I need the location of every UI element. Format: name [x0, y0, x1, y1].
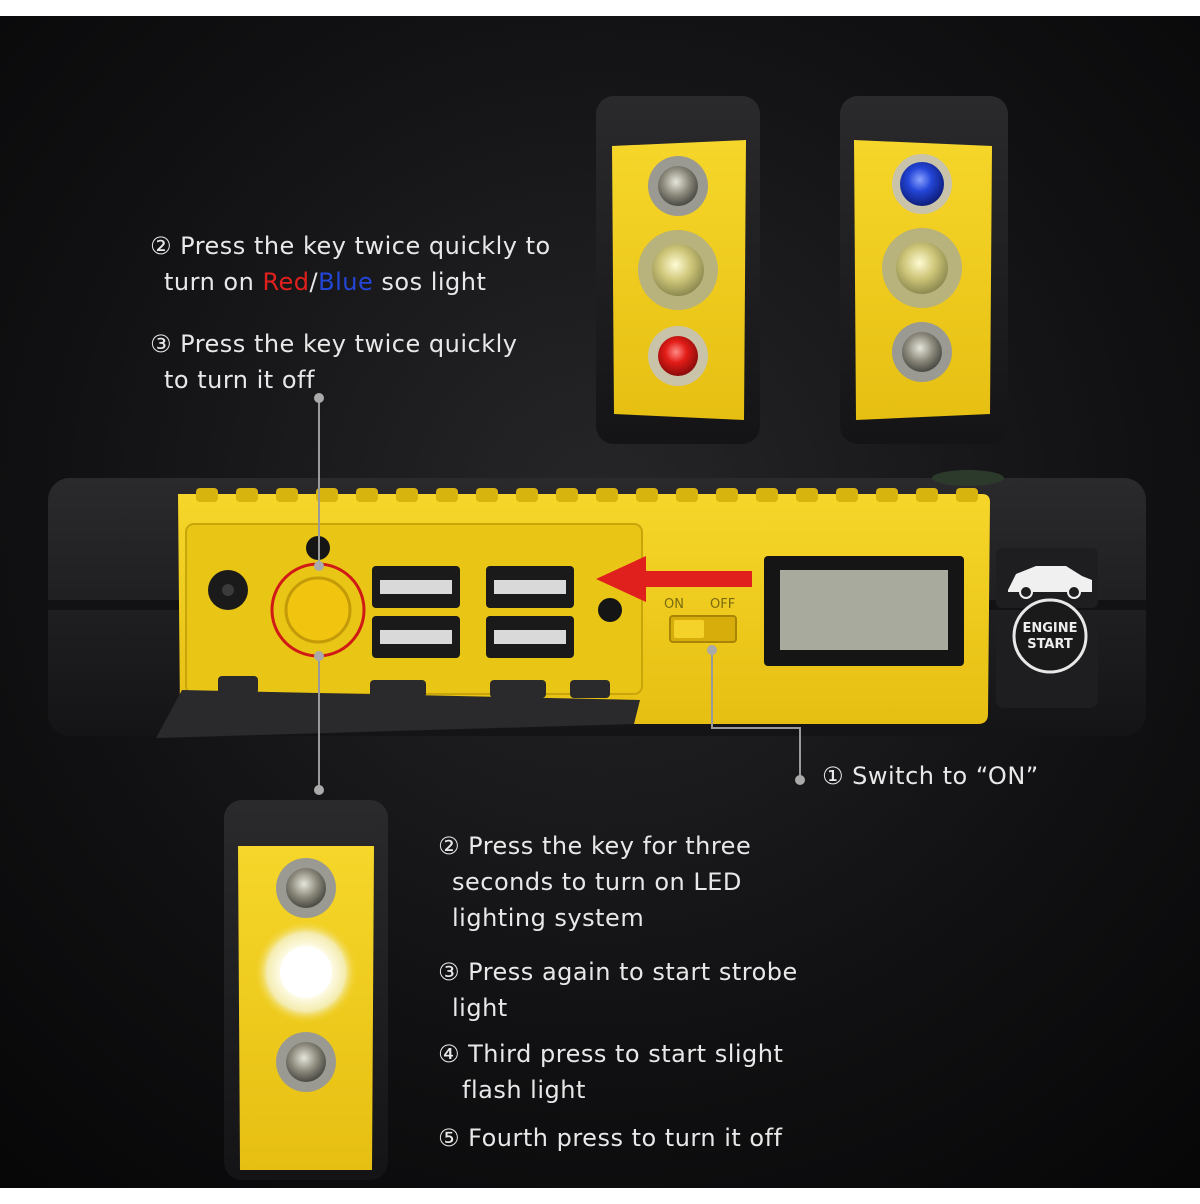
callout-dot: [314, 785, 324, 795]
callout-lines: [318, 400, 801, 788]
ribbed-edge: [196, 488, 978, 502]
caption-led-step-2: ③ Press again to start strobe light: [438, 954, 798, 1026]
callout-dot: [314, 393, 324, 403]
caption-led-step-2-line2: light: [452, 994, 508, 1022]
slash: /: [309, 268, 319, 296]
caption-led-step-4-line1: ⑤ Fourth press to turn it off: [438, 1124, 783, 1152]
caption-led-step-1-line1: ② Press the key for three: [438, 832, 752, 860]
blue-word: Blue: [318, 268, 374, 296]
usb-port-icon: [372, 566, 574, 658]
switch-on-label: ON: [664, 597, 684, 612]
callout-dot: [795, 775, 805, 785]
switch-off-label: OFF: [710, 597, 735, 612]
sos-red-panel: [596, 96, 760, 444]
caption-sos-on-line1: ② Press the key twice quickly to: [150, 232, 551, 260]
caption-suffix: sos light: [373, 268, 487, 296]
caption-switch-on: ① Switch to “ON”: [822, 758, 1039, 794]
caption-sos-on-line2: turn on Red/Blue sos light: [150, 264, 551, 300]
caption-led-step-1-line3: lighting system: [452, 904, 645, 932]
engine-start-button[interactable]: ENGINE START: [996, 598, 1098, 708]
caption-led-step-2-line1: ③ Press again to start strobe: [438, 958, 798, 986]
rubber-flap: [156, 690, 640, 738]
red-arrow-icon: [596, 556, 752, 602]
callout-dot: [707, 645, 717, 655]
caption-led-step-1: ② Press the key for three seconds to tur…: [438, 828, 751, 936]
caption-sos-off: ③ Press the key twice quickly to turn it…: [150, 326, 517, 398]
caption-led-step-3: ④ Third press to start slight flash ligh…: [438, 1036, 783, 1108]
caption-sos-off-line2: to turn it off: [164, 366, 315, 394]
caption-led-step-3-line1: ④ Third press to start slight: [438, 1040, 784, 1068]
led-panel: [224, 800, 388, 1180]
caption-sos-on: ② Press the key twice quickly to turn on…: [150, 228, 551, 300]
red-word: Red: [262, 268, 310, 296]
caption-switch-on-text: ① Switch to “ON”: [822, 762, 1039, 790]
engine-label-line2: START: [1027, 637, 1073, 652]
dc-port-icon: [598, 598, 622, 622]
caption-prefix: turn on: [164, 268, 263, 296]
caption-led-step-4: ⑤ Fourth press to turn it off: [438, 1120, 783, 1156]
jump-starter-device: ON OFF ENGINE START: [48, 470, 1146, 738]
caption-led-step-3-line2: flash light: [462, 1076, 586, 1104]
sos-blue-panel: [840, 96, 1008, 444]
callout-dot: [314, 651, 324, 661]
caption-sos-off-line1: ③ Press the key twice quickly: [150, 330, 518, 358]
callout-dot: [314, 561, 324, 571]
car-icon: [996, 548, 1098, 608]
power-key-icon[interactable]: [284, 576, 352, 644]
engine-label-line1: ENGINE: [1022, 621, 1077, 636]
caption-led-step-1-line2: seconds to turn on LED: [452, 868, 742, 896]
